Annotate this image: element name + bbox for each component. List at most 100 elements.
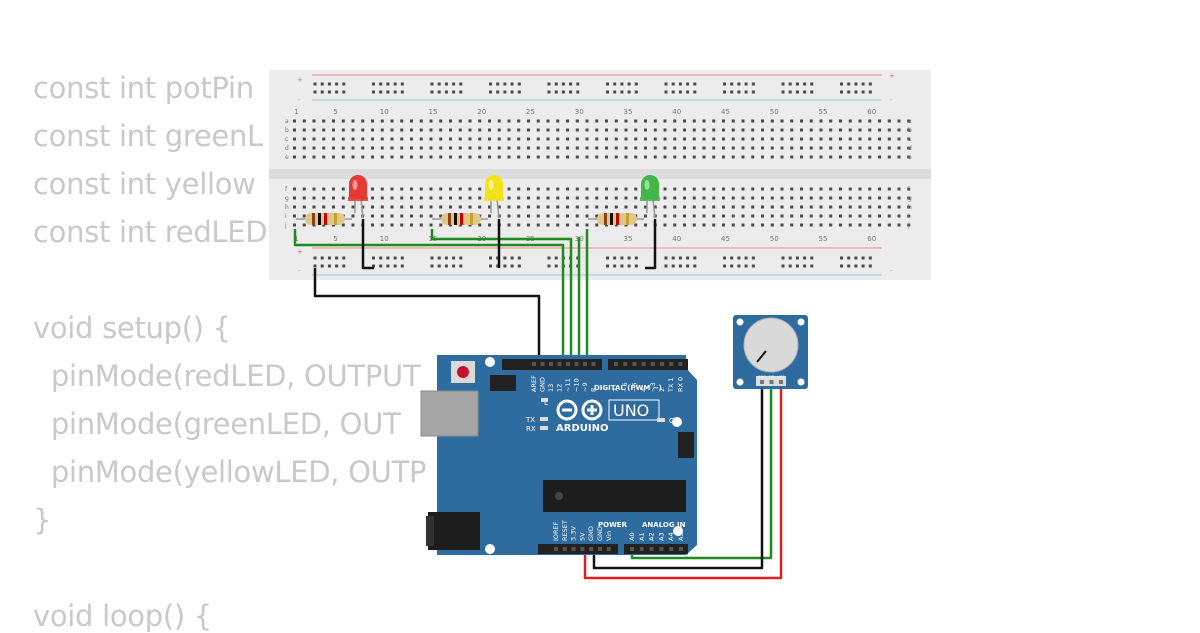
column-number: 5 xyxy=(333,235,337,243)
breadboard-hole xyxy=(751,196,755,200)
leds xyxy=(348,175,660,219)
breadboard-hole xyxy=(731,146,735,150)
breadboard-rail-hole xyxy=(379,256,383,260)
breadboard-rail-hole xyxy=(503,256,507,260)
breadboard-rail-hole xyxy=(861,264,865,268)
breadboard-hole xyxy=(741,128,745,132)
breadboard-hole xyxy=(663,205,667,209)
rx-label: RX xyxy=(526,425,536,433)
breadboard-hole xyxy=(429,146,433,150)
breadboard-rail-hole xyxy=(634,264,638,268)
breadboard-rail-hole xyxy=(730,90,734,94)
breadboard-hole xyxy=(692,146,696,150)
breadboard-rail-hole xyxy=(452,82,456,86)
digital-pin-label: ~9 xyxy=(581,382,589,392)
led-highlight xyxy=(488,180,494,190)
breadboard-hole xyxy=(507,128,511,132)
breadboard-rail-hole xyxy=(554,256,558,260)
breadboard-hole xyxy=(858,196,862,200)
breadboard-rail-hole xyxy=(606,90,609,94)
breadboard-hole xyxy=(410,137,413,141)
breadboard-rail-hole xyxy=(678,82,682,86)
breadboard-hole xyxy=(634,128,638,132)
breadboard-hole xyxy=(848,137,852,141)
breadboard-hole xyxy=(702,187,706,191)
breadboard-hole xyxy=(341,223,345,227)
breadboard-hole xyxy=(527,205,530,209)
breadboard-hole xyxy=(878,187,881,191)
breadboard-hole xyxy=(497,137,501,141)
breadboard-hole xyxy=(683,137,686,141)
breadboard-hole xyxy=(536,196,540,200)
breadboard-hole xyxy=(449,205,452,209)
breadboard-hole xyxy=(390,128,394,132)
breadboard-hole xyxy=(488,214,491,218)
breadboard-hole xyxy=(800,205,803,209)
breadboard-hole xyxy=(536,205,540,209)
breadboard-hole xyxy=(517,214,521,218)
breadboard-hole xyxy=(517,223,521,227)
breadboard-rail-hole xyxy=(452,90,456,94)
breadboard-rail-hole xyxy=(847,256,851,260)
breadboard-hole xyxy=(829,205,833,209)
breadboard-rail-hole xyxy=(795,256,799,260)
column-number: 45 xyxy=(721,108,730,116)
red-led[interactable] xyxy=(348,175,368,219)
green-led[interactable] xyxy=(640,175,660,219)
breadboard-hole xyxy=(595,146,599,150)
breadboard-hole xyxy=(878,196,881,200)
breadboard-hole xyxy=(897,196,901,200)
breadboard-hole xyxy=(605,137,608,141)
breadboard-rail-hole xyxy=(510,264,514,268)
breadboard-hole xyxy=(839,137,842,141)
breadboard-hole xyxy=(400,214,404,218)
breadboard-hole xyxy=(858,223,862,227)
breadboard-rail-hole xyxy=(803,90,807,94)
breadboard-rail-hole xyxy=(751,256,755,260)
breadboard-hole xyxy=(478,119,482,123)
row-letter: j xyxy=(284,222,287,229)
potentiometer-knob[interactable] xyxy=(743,317,799,373)
breadboard-hole xyxy=(829,187,833,191)
breadboard-rail-hole xyxy=(489,82,492,86)
digital-pin-label: ~5 xyxy=(630,382,638,392)
breadboard-rail-hole xyxy=(372,82,375,86)
breadboard-center-channel xyxy=(269,169,931,179)
breadboard-hole xyxy=(839,119,842,123)
breadboard-hole xyxy=(868,119,872,123)
led-highlight xyxy=(644,180,650,190)
breadboard-hole xyxy=(624,196,628,200)
breadboard-rail-hole xyxy=(686,82,690,86)
yellow-led[interactable] xyxy=(484,175,504,219)
breadboard-hole xyxy=(507,146,511,150)
breadboard-rail-hole xyxy=(452,256,456,260)
breadboard-hole xyxy=(858,146,862,150)
digital-pin-label: AREF xyxy=(530,375,538,392)
breadboard-hole xyxy=(761,128,764,132)
breadboard-hole xyxy=(497,128,501,132)
breadboard-hole xyxy=(566,146,569,150)
resistor-3 xyxy=(588,213,644,225)
breadboard-hole xyxy=(585,128,589,132)
wire-green-led-ground xyxy=(645,219,657,270)
breadboard-hole xyxy=(449,196,452,200)
breadboard-hole xyxy=(312,196,316,200)
breadboard-hole xyxy=(887,128,891,132)
breadboard-hole xyxy=(839,187,842,191)
breadboard-hole xyxy=(546,187,550,191)
breadboard-hole xyxy=(312,187,316,191)
breadboard-rail-hole xyxy=(400,256,404,260)
breadboard-hole xyxy=(868,146,872,150)
mount-hole xyxy=(672,417,682,427)
breadboard-hole xyxy=(634,155,638,159)
breadboard-hole xyxy=(419,146,423,150)
breadboard-rail-hole xyxy=(627,82,631,86)
mount-hole xyxy=(797,318,805,326)
breadboard-hole xyxy=(302,119,306,123)
breadboard-hole xyxy=(361,155,365,159)
breadboard-rail-hole xyxy=(569,82,573,86)
